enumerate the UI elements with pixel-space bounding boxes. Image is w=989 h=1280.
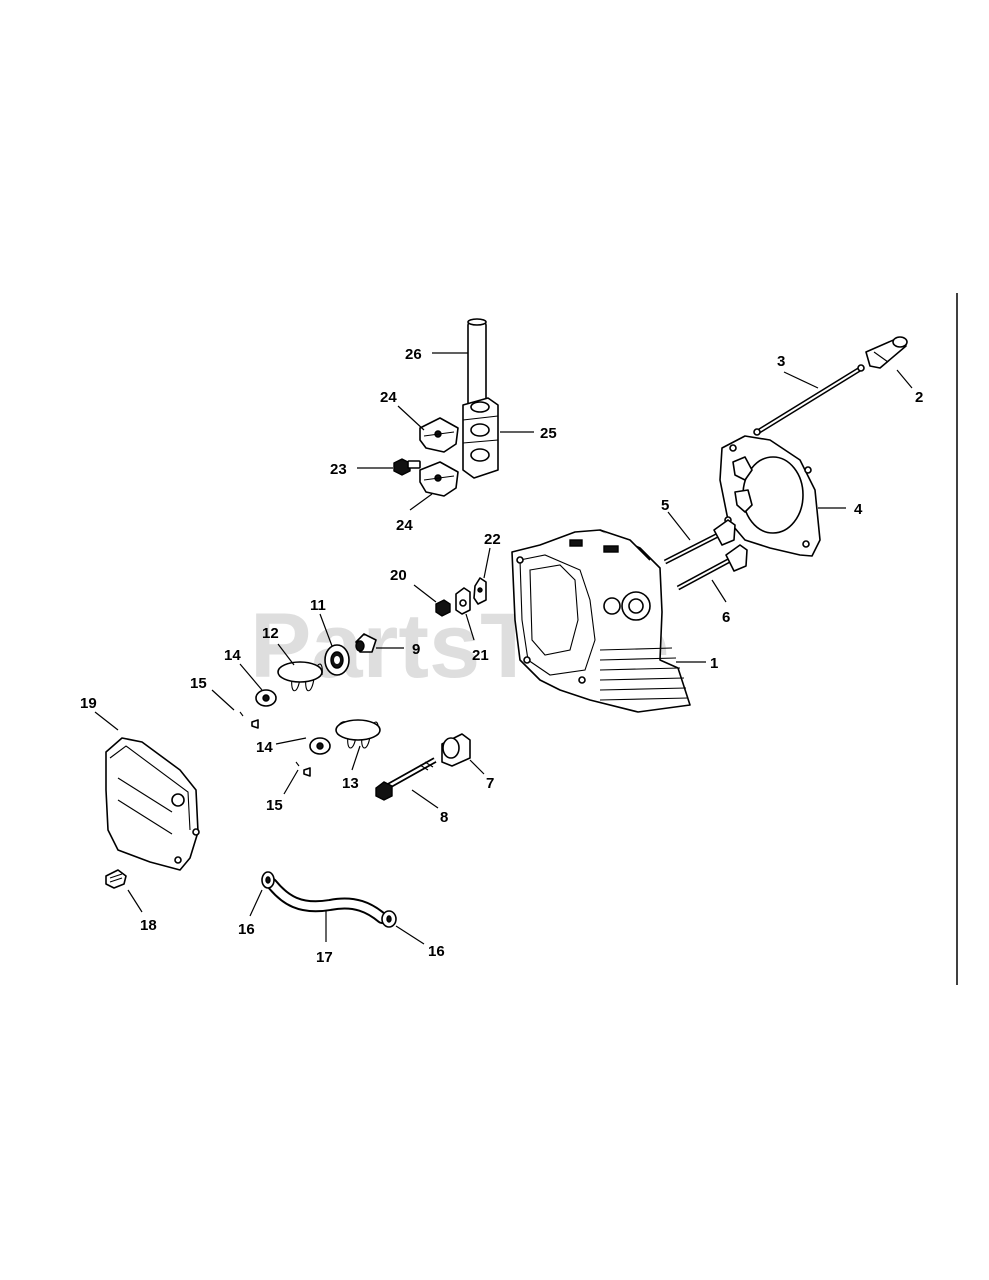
callout-14-upper[interactable]: 14: [224, 647, 241, 664]
callout-21[interactable]: 21: [472, 647, 489, 664]
callout-18[interactable]: 18: [140, 917, 157, 934]
callout-5[interactable]: 5: [661, 497, 669, 514]
part-1-cylinder-head[interactable]: [511, 529, 691, 713]
callout-24-lower[interactable]: 24: [396, 517, 413, 534]
part-9-valve-seal[interactable]: [355, 633, 377, 653]
part-15-valve-keeper-lower[interactable]: [295, 761, 311, 777]
callout-16-left[interactable]: 16: [238, 921, 255, 938]
part-24-rocker-arm-lower[interactable]: [419, 461, 459, 497]
callout-26[interactable]: 26: [405, 346, 422, 363]
part-22-guide-plate[interactable]: [473, 577, 487, 605]
callout-2[interactable]: 2: [915, 389, 923, 406]
part-21-pivot[interactable]: [455, 587, 471, 615]
callout-4[interactable]: 4: [854, 501, 863, 518]
callout-3[interactable]: 3: [777, 353, 785, 370]
part-19-valve-cover[interactable]: [105, 737, 200, 871]
callout-14-lower[interactable]: 14: [256, 739, 273, 756]
callout-20[interactable]: 20: [390, 567, 407, 584]
callout-12[interactable]: 12: [262, 625, 279, 642]
part-26-shaft[interactable]: [467, 318, 487, 413]
part-8-head-bolt[interactable]: [375, 757, 437, 801]
callout-9[interactable]: 9: [412, 641, 420, 658]
part-6-exhaust-valve[interactable]: [676, 544, 748, 591]
part-18-breather-fitting[interactable]: [105, 869, 127, 889]
callout-23[interactable]: 23: [330, 461, 347, 478]
part-20-screw[interactable]: [435, 599, 451, 617]
callout-22[interactable]: 22: [484, 531, 501, 548]
part-11-spring-retainer[interactable]: [324, 644, 350, 676]
part-14-spring-cap-upper[interactable]: [255, 689, 277, 707]
callout-19[interactable]: 19: [80, 695, 97, 712]
part-23-bolt[interactable]: [393, 458, 421, 476]
part-3-push-rod[interactable]: [753, 364, 865, 436]
part-24-rocker-arm-upper[interactable]: [419, 417, 459, 453]
callout-1[interactable]: 1: [710, 655, 718, 672]
callout-24-upper[interactable]: 24: [380, 389, 397, 406]
callout-11[interactable]: 11: [310, 597, 326, 614]
leader-lines: [94, 352, 913, 945]
part-5-intake-valve[interactable]: [663, 519, 736, 565]
callout-17[interactable]: 17: [316, 949, 333, 966]
part-25-rocker-bracket[interactable]: [462, 397, 499, 479]
callout-7[interactable]: 7: [486, 775, 494, 792]
callout-labels: 1 2 3 4 5 6 7 8 9 11 12 13 14 14 15 15 1…: [80, 346, 923, 966]
callout-6[interactable]: 6: [722, 609, 730, 626]
callout-16-right[interactable]: 16: [428, 943, 445, 960]
part-12-valve-spring-upper[interactable]: [277, 661, 323, 692]
callout-13[interactable]: 13: [342, 775, 359, 792]
callout-8[interactable]: 8: [440, 809, 448, 826]
part-13-valve-spring-lower[interactable]: [335, 719, 381, 749]
part-14-spring-cap-lower[interactable]: [309, 737, 331, 755]
part-2-valve-tappet[interactable]: [865, 336, 908, 369]
callout-25[interactable]: 25: [540, 425, 557, 442]
part-15-valve-keeper-upper[interactable]: [239, 711, 259, 729]
part-4-head-gasket[interactable]: [719, 435, 821, 557]
part-16-hose-clamp-right[interactable]: [381, 910, 397, 928]
part-7-spacer[interactable]: [441, 733, 471, 767]
callout-15-lower[interactable]: 15: [266, 797, 283, 814]
part-17-breather-hose[interactable]: [266, 878, 388, 924]
callout-15-upper[interactable]: 15: [190, 675, 207, 692]
part-16-hose-clamp-left[interactable]: [261, 871, 275, 889]
